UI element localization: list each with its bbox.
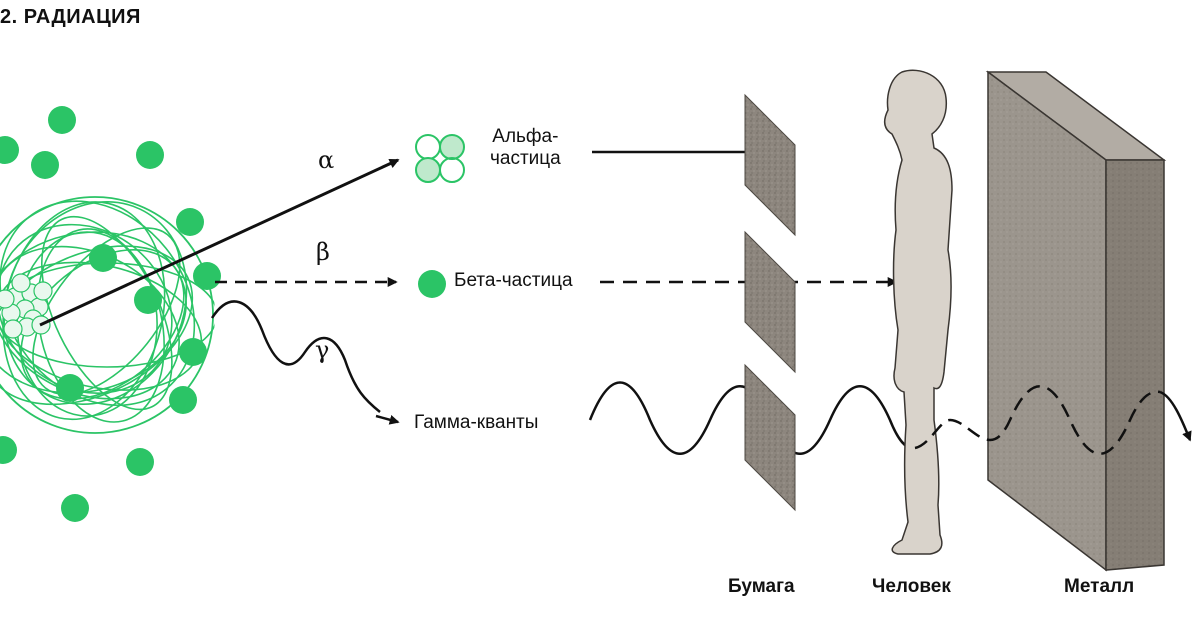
- nucleon: [11, 273, 31, 293]
- electron: [126, 448, 154, 476]
- nucleon: [0, 289, 15, 309]
- alpha-symbol: α: [318, 146, 335, 174]
- electron: [48, 106, 76, 134]
- alpha-label-line2: частица: [490, 147, 561, 169]
- metal-block: [985, 70, 1167, 572]
- electron: [0, 436, 17, 464]
- electron: [31, 151, 59, 179]
- alpha-particle-icon: [415, 134, 465, 183]
- atom-electrons: [0, 106, 221, 522]
- gamma-ray-arrowhead: [375, 414, 400, 425]
- gamma-symbol: γ: [315, 336, 330, 364]
- electron: [179, 338, 207, 366]
- electron: [0, 136, 19, 164]
- electron: [134, 286, 162, 314]
- electron: [169, 386, 197, 414]
- orbit-ring: [0, 245, 194, 406]
- human-figure: [884, 69, 953, 555]
- electron: [136, 141, 164, 169]
- beta-particle-icon: [418, 270, 446, 298]
- page-title: 2. РАДИАЦИЯ: [0, 6, 141, 28]
- gamma-wave-exit-arrow: [1159, 390, 1192, 442]
- human-label: Человек: [872, 576, 951, 597]
- beta-symbol: β: [316, 238, 330, 266]
- electron: [176, 208, 204, 236]
- gamma-ray-wave: [210, 300, 381, 413]
- nucleon: [33, 281, 53, 301]
- orbit-ring: [36, 228, 165, 423]
- alpha-label-line1: Альфа-: [492, 126, 559, 147]
- atom-orbits: [0, 200, 215, 423]
- atom-illustration: [0, 106, 221, 522]
- electron: [89, 244, 117, 272]
- electron: [193, 262, 221, 290]
- orbit-ring: [32, 227, 181, 396]
- atom-nucleus: [0, 273, 53, 339]
- metal-label: Металл: [1064, 576, 1135, 597]
- alpha-ray-arrow: [39, 158, 400, 327]
- alpha-particle-label: Альфа- частица: [488, 126, 563, 170]
- nucleon: [3, 319, 23, 339]
- gamma-wave-dashed: [914, 385, 1161, 455]
- paper-label: Бумага: [728, 576, 795, 597]
- electron: [61, 494, 89, 522]
- paper-barrier: [744, 93, 796, 512]
- orbit-ring: [0, 231, 187, 394]
- electron: [56, 374, 84, 402]
- beta-particle-label: Бета-частица: [452, 270, 575, 292]
- gamma-quanta-label: Гамма-кванты: [412, 412, 541, 434]
